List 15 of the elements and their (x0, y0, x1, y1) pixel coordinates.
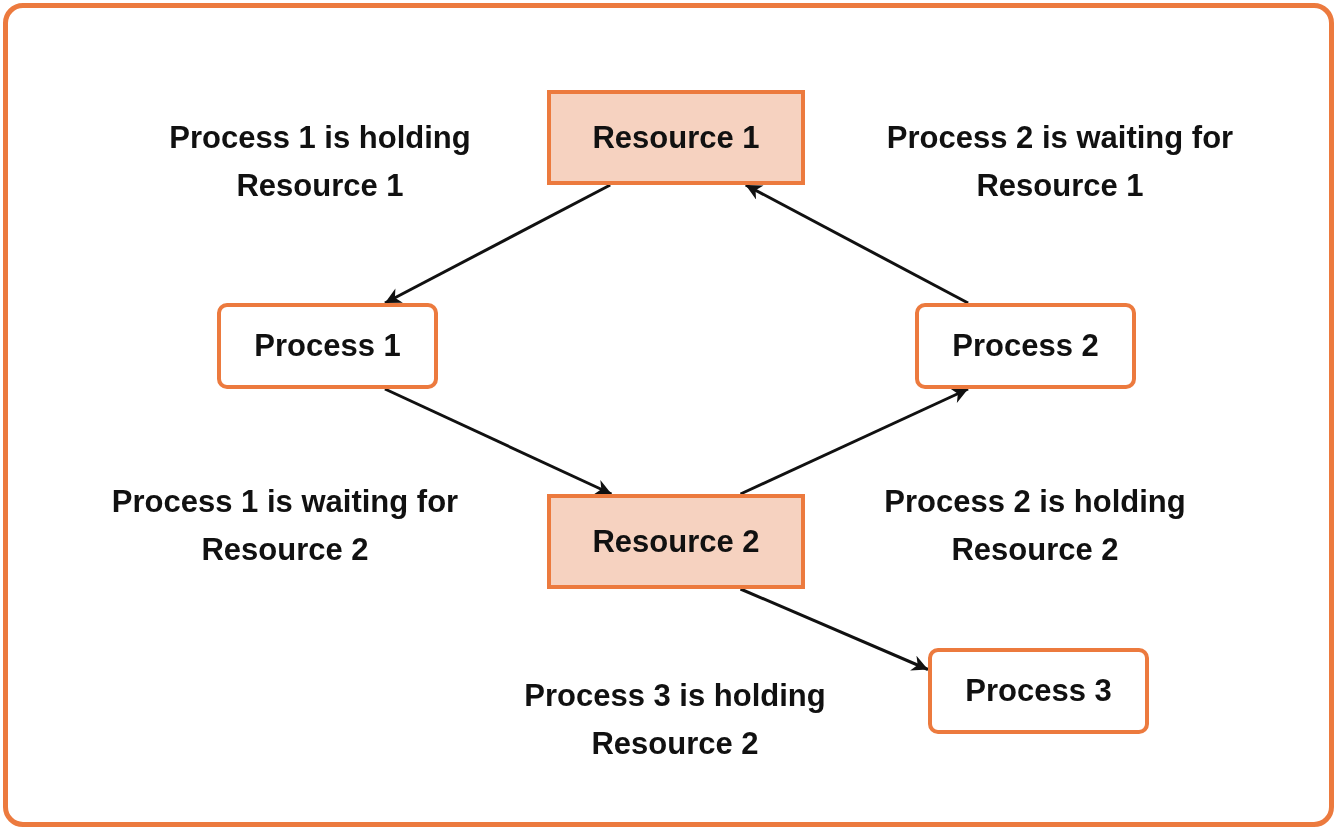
resource-box: Resource 1 (547, 90, 805, 185)
annotation-text: Process 2 is waiting for Resource 1 (885, 119, 1235, 205)
annotation-text: Process 1 is holding Resource 1 (168, 119, 472, 205)
arrow (744, 183, 969, 305)
process-box: Process 1 (217, 303, 438, 389)
arrow (739, 387, 969, 496)
arrow (384, 387, 613, 496)
arrow (384, 183, 611, 305)
arrow (739, 587, 929, 671)
process-box: Process 3 (928, 648, 1149, 734)
process-box: Process 2 (915, 303, 1136, 389)
annotation-text: Process 1 is waiting for Resource 2 (110, 483, 460, 569)
annotation-text: Process 2 is holding Resource 2 (883, 483, 1187, 569)
annotation-text: Process 3 is holding Resource 2 (523, 677, 827, 763)
resource-box: Resource 2 (547, 494, 805, 589)
